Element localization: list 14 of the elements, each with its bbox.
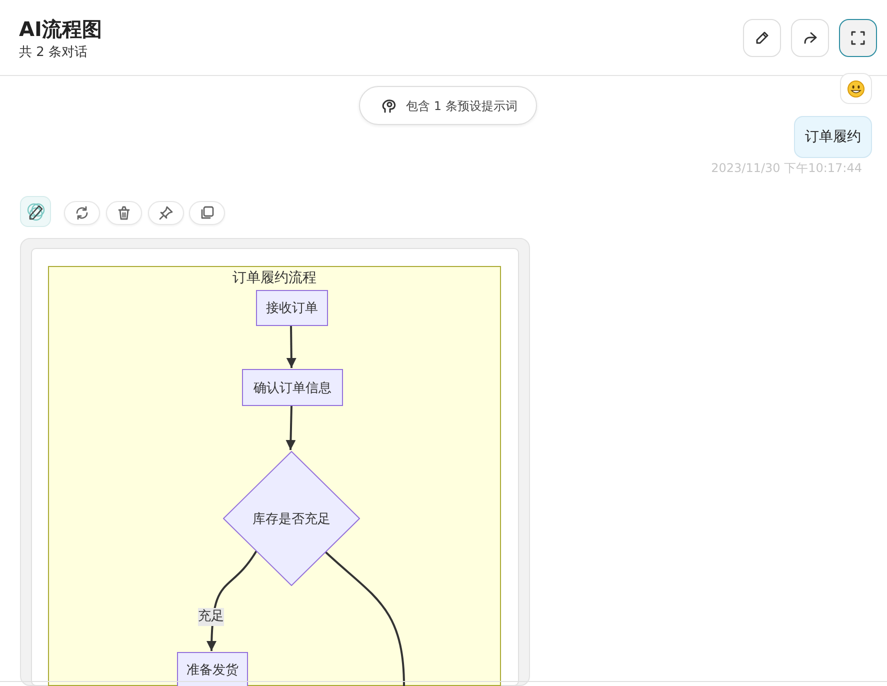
subgraph-frame <box>48 266 501 686</box>
page-title: AI流程图 <box>19 16 102 43</box>
subgraph-title: 订单履约流程 <box>232 269 318 287</box>
process-box: 接收订单 <box>256 290 328 326</box>
timestamp: 2023/11/30 下午10:17:44 <box>711 160 862 177</box>
prompt-count-text: 包含 1 条预设提示词 <box>406 98 518 115</box>
decision-diamond: 库存是否充足 <box>223 451 360 586</box>
conversation-count: 共 2 条对话 <box>19 44 88 61</box>
process-box: 确认订单信息 <box>242 369 343 406</box>
arrow <box>286 404 296 450</box>
process-box: 准备发货 <box>177 652 248 686</box>
arrow <box>286 324 296 368</box>
edge-label: 充足 <box>198 608 224 626</box>
user-message-bubble: 订单履约 <box>794 116 872 158</box>
